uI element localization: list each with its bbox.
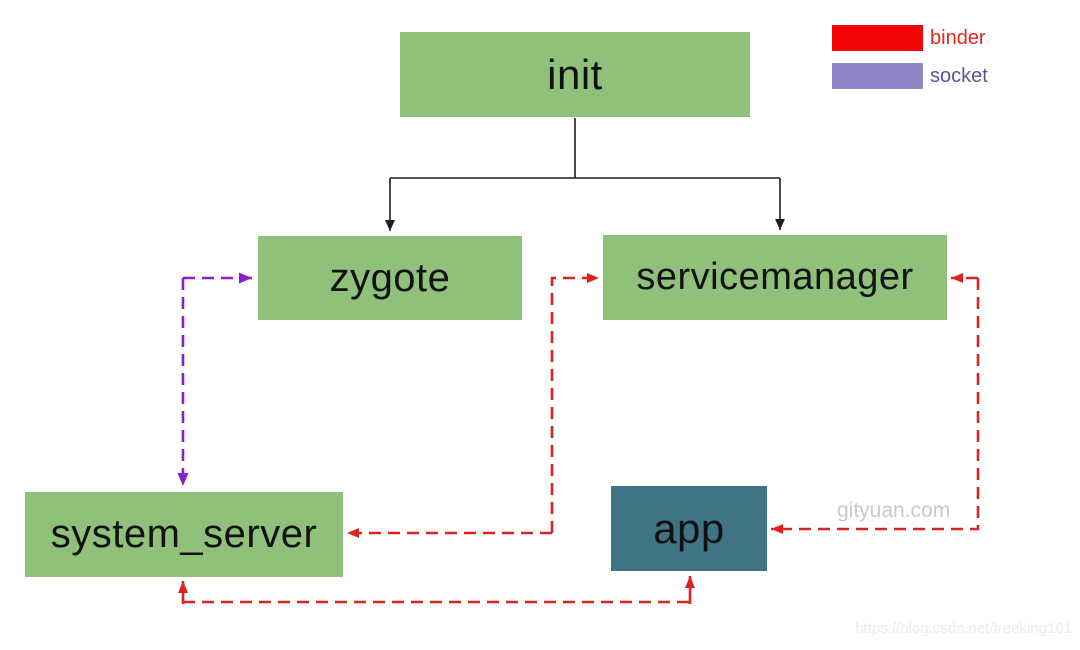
node-app-label: app — [653, 504, 725, 552]
node-servicemanager-label: servicemanager — [636, 256, 914, 298]
watermark-gityuan: gityuan.com — [837, 499, 951, 522]
socket-color-swatch — [832, 63, 923, 89]
node-servicemanager: servicemanager — [603, 235, 947, 320]
node-init: init — [400, 32, 750, 117]
edge-binder-into-servicemanager-left — [550, 273, 599, 533]
node-system-server-label: system_server — [50, 512, 318, 556]
legend-socket-label: socket — [930, 64, 988, 87]
binder-color-swatch — [832, 25, 923, 51]
node-system-server: system_server — [25, 492, 343, 577]
edge-init-fork-trunk — [390, 118, 780, 179]
legend-item-socket: socket — [832, 63, 988, 89]
edge-binder-into-app-right — [771, 278, 980, 534]
node-zygote: zygote — [258, 236, 522, 320]
legend-item-binder: binder — [832, 25, 986, 51]
legend-binder-label: binder — [930, 26, 986, 49]
node-app: app — [611, 486, 767, 571]
node-zygote-label: zygote — [329, 255, 451, 300]
watermark-csdn-url: https://blog.csdn.net/freeking101 — [855, 620, 1072, 637]
node-init-label: init — [547, 50, 603, 98]
